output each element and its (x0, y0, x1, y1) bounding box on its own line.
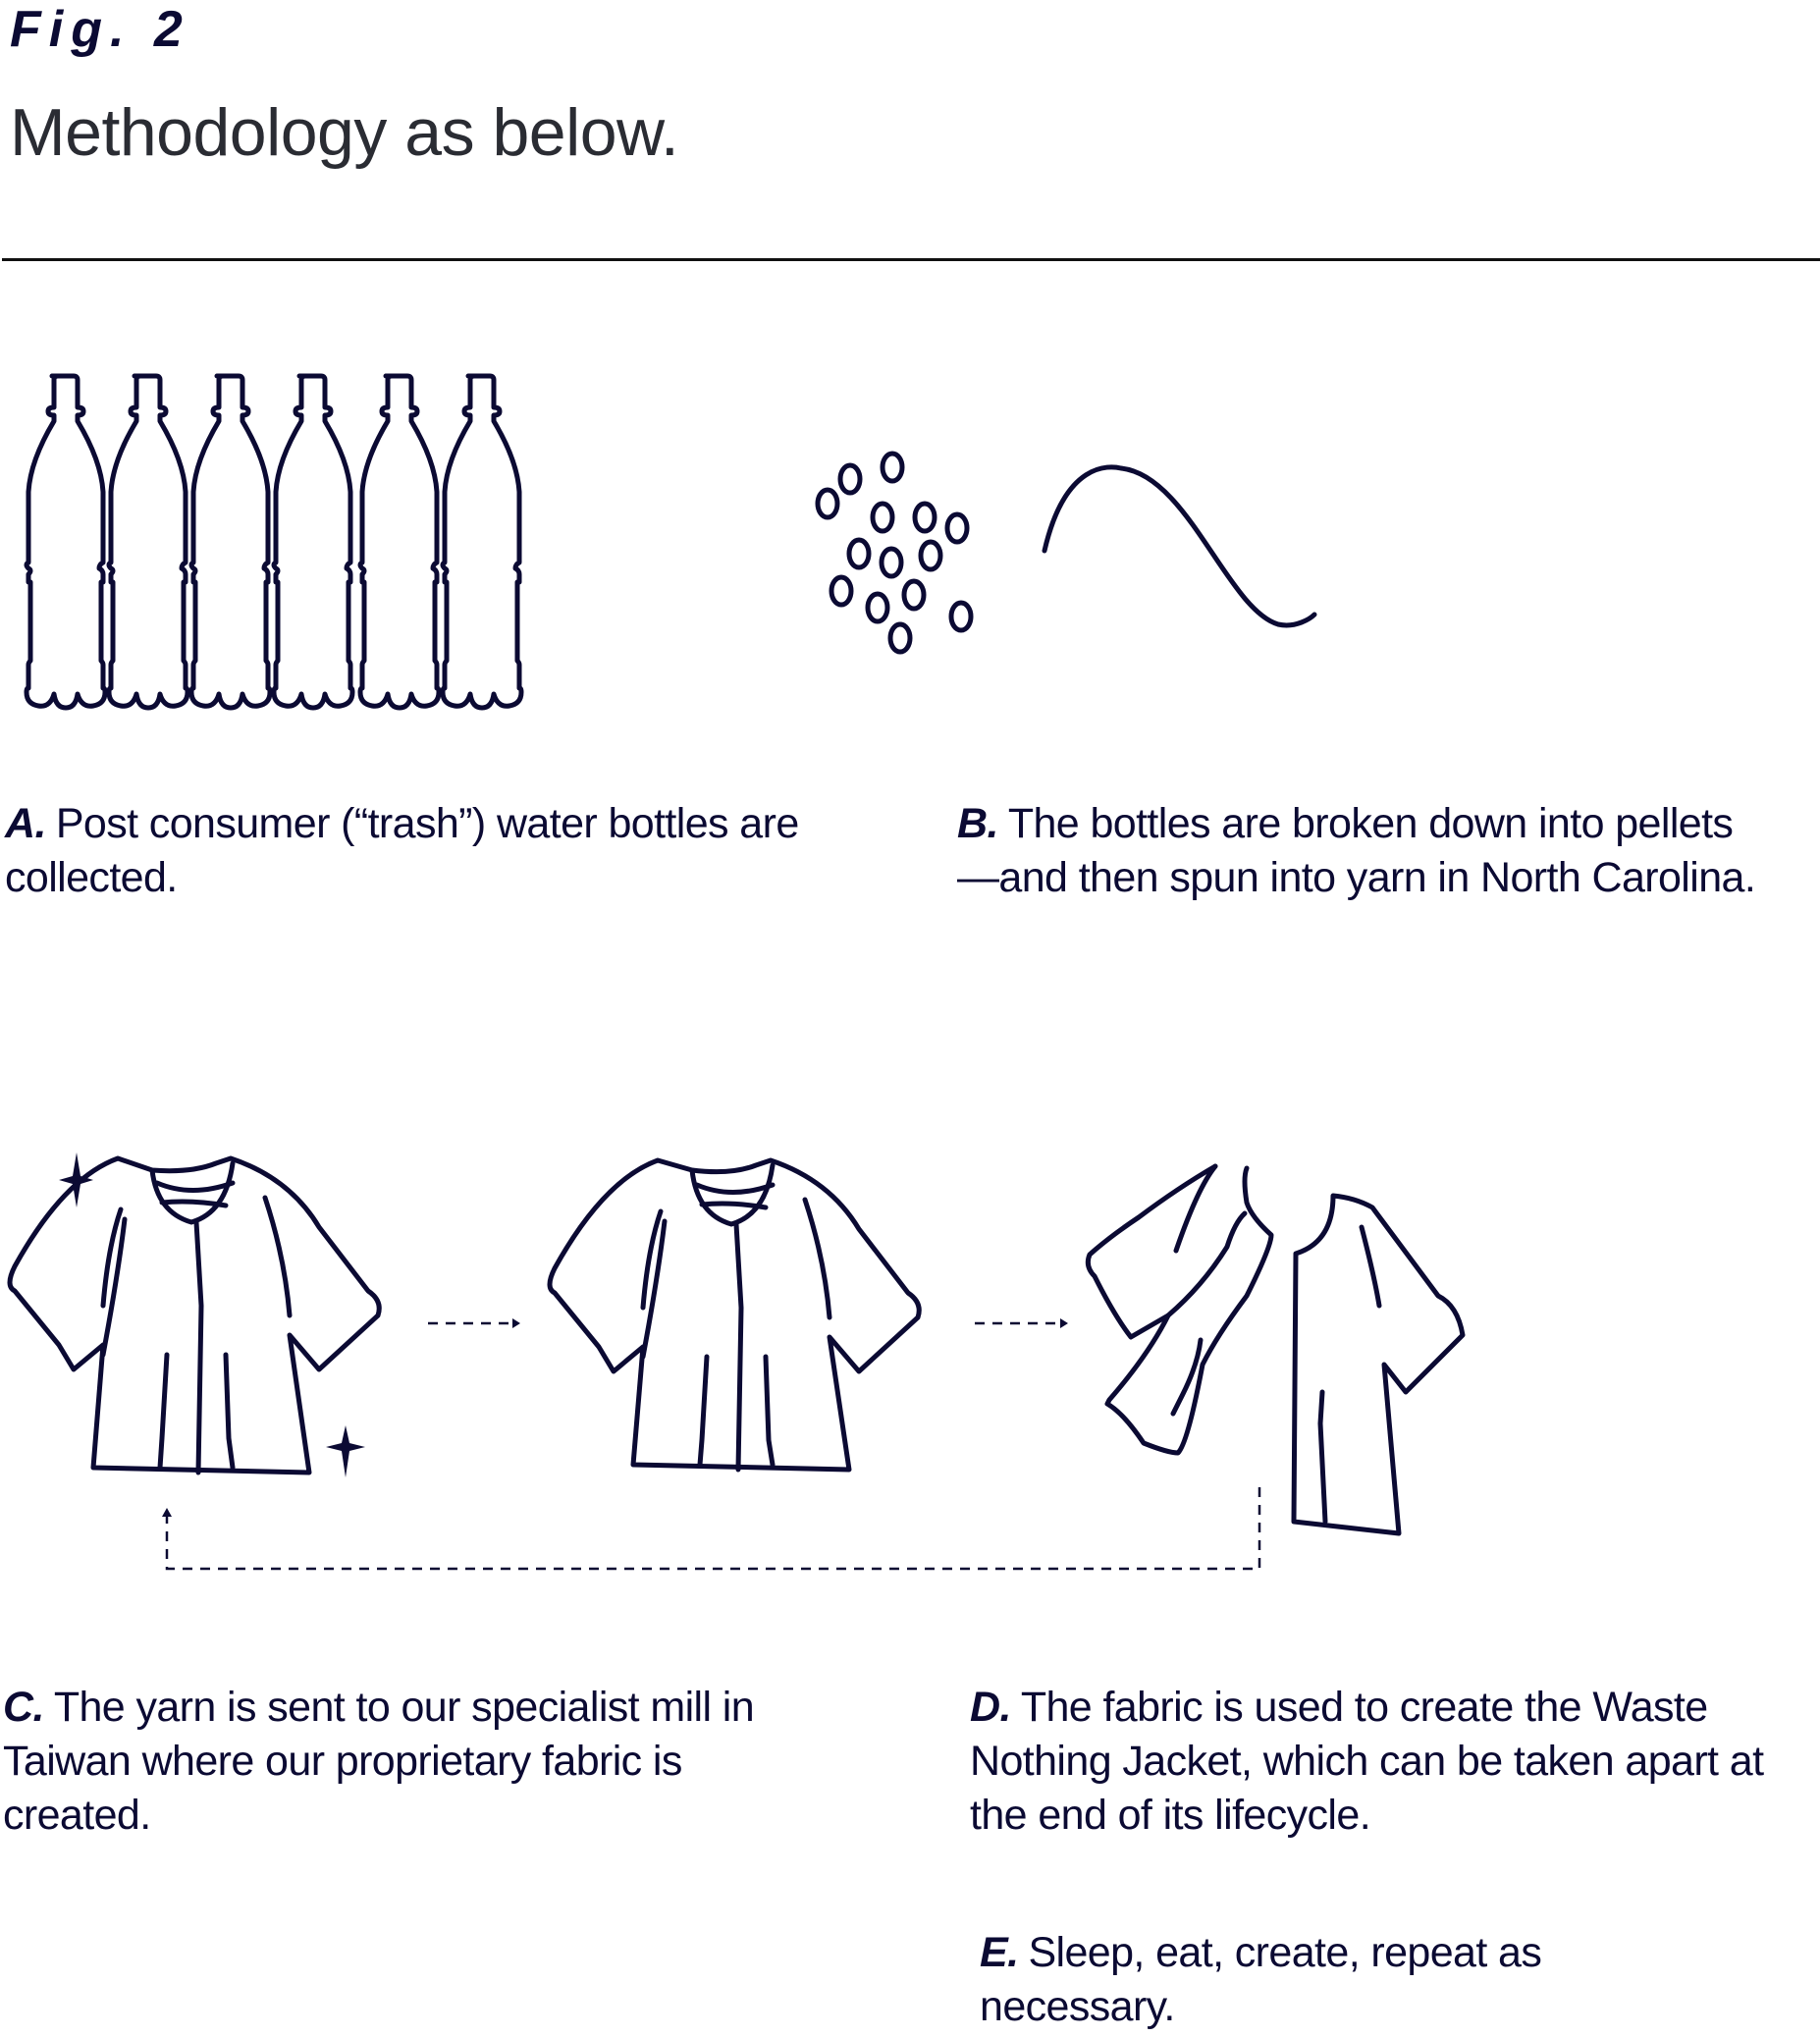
arrow-head-icon (512, 1318, 520, 1328)
sparkle-icon (59, 1153, 93, 1207)
pellet-icon (837, 462, 863, 496)
water-bottle-icon (109, 376, 187, 708)
pellet-icon (912, 501, 937, 534)
step-key: E. (980, 1929, 1019, 1976)
step-key: D. (970, 1684, 1011, 1731)
pellet-icon (879, 546, 904, 579)
pellet-icon (865, 591, 890, 624)
step-d: D.The fabric is used to create the Waste… (970, 1681, 1785, 1843)
divider (2, 258, 1820, 261)
water-bottle-icon (27, 376, 105, 708)
jacket-parts-icon (1085, 1163, 1466, 1536)
water-bottles-group (27, 376, 521, 708)
step-a: A.Post consumer (“trash”) water bottles … (5, 797, 888, 905)
step-c: C.The yarn is sent to our specialist mil… (3, 1681, 788, 1843)
sparkle-icon (326, 1425, 365, 1477)
step-text: Sleep, eat, create, repeat as necessary. (980, 1929, 1542, 2030)
pellet-icon (948, 600, 974, 633)
step-b: B.The bottles are broken down into pelle… (957, 797, 1762, 905)
step-text: The yarn is sent to our specialist mill … (3, 1684, 755, 1839)
pellet-icon (815, 487, 840, 520)
pellet-icon (918, 539, 943, 572)
water-bottle-icon (191, 376, 270, 708)
step-e: E.Sleep, eat, create, repeat as necessar… (980, 1926, 1686, 2034)
pellet-icon (944, 511, 970, 545)
pellet-icon (870, 501, 895, 534)
jacket-worn-icon (547, 1157, 922, 1473)
water-bottle-icon (443, 376, 521, 708)
pellets-group (815, 451, 974, 655)
dashed-loop-arrow-return (165, 1487, 1261, 1571)
water-bottle-icon (360, 376, 439, 708)
step-text: The fabric is used to create the Waste N… (970, 1684, 1764, 1839)
arrow-head-icon (162, 1508, 172, 1517)
step-key: A. (5, 800, 46, 847)
jacket-new-icon (7, 1155, 382, 1475)
water-bottle-icon (274, 376, 352, 708)
arrow-head-icon (1060, 1318, 1068, 1328)
step-text: The bottles are broken down into pellets… (957, 800, 1756, 901)
pellet-icon (846, 537, 872, 570)
pellet-icon (901, 578, 927, 612)
step-text: Post consumer (“trash”) water bottles ar… (5, 800, 799, 901)
step-key: C. (3, 1684, 44, 1731)
figure-subtitle: Methodology as below. (10, 95, 679, 170)
yarn-strand-icon (1042, 464, 1317, 628)
figure-label: Fig. 2 (10, 1, 190, 58)
step-key: B. (957, 800, 998, 847)
pellet-icon (880, 451, 905, 484)
pellet-icon (887, 621, 913, 655)
pellet-icon (829, 574, 854, 608)
